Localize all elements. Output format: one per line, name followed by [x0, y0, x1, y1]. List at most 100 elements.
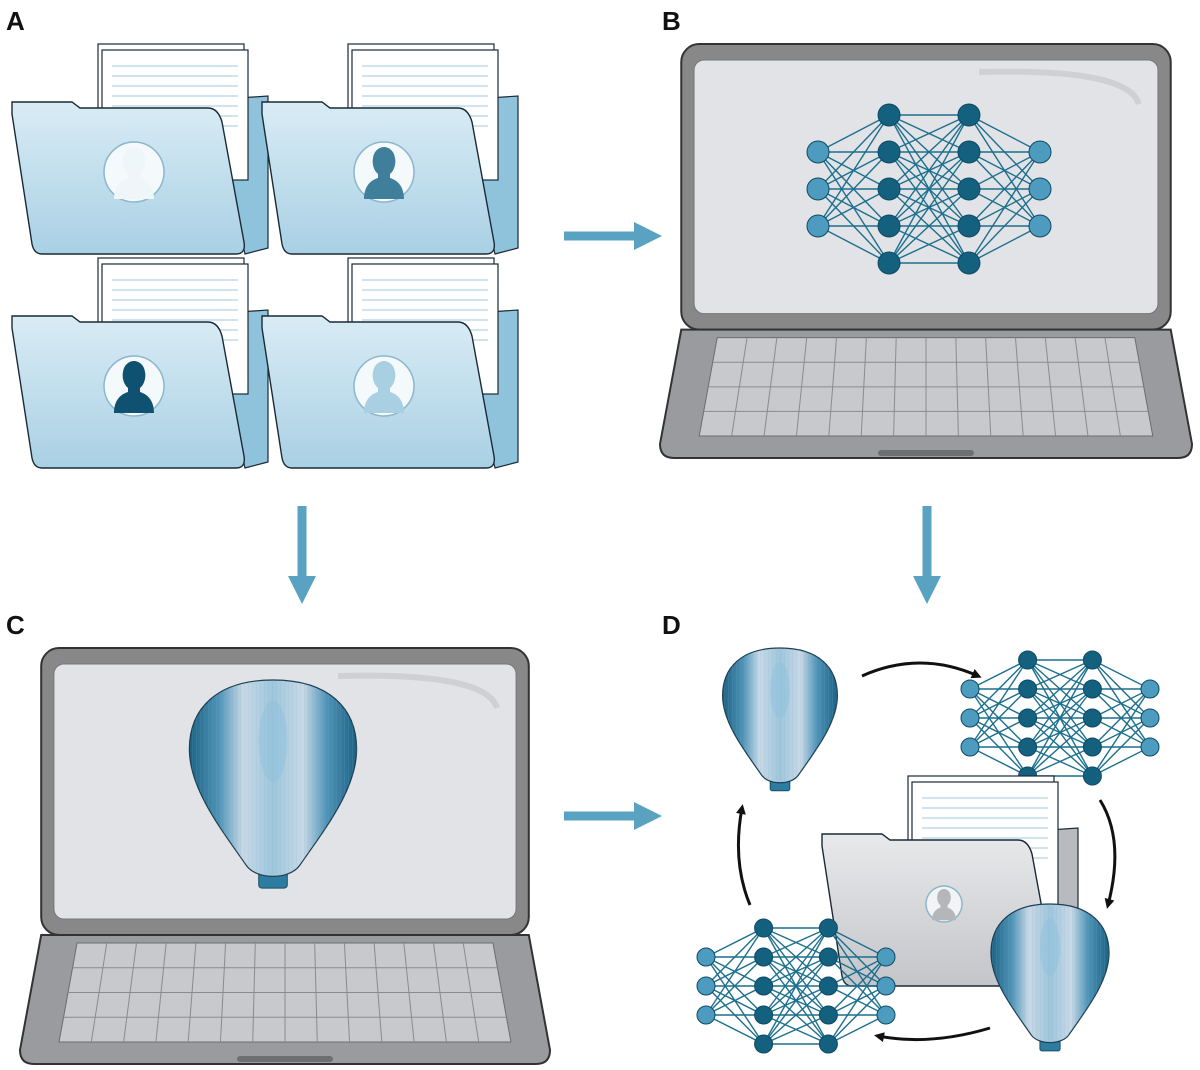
network-edge: [828, 927, 887, 958]
network-edge: [763, 927, 829, 1016]
network-edge: [1027, 659, 1093, 748]
cycle-arrow-icon: [735, 804, 752, 906]
folder-with-document-icon: [261, 43, 519, 255]
network-node: [754, 947, 774, 967]
network-edge: [969, 659, 1029, 748]
neural-network-icon: [806, 103, 1052, 275]
folder-with-document-icon: [11, 43, 269, 255]
person-silhouette-icon: [103, 141, 165, 203]
person-silhouette-icon: [925, 885, 963, 923]
network-edge: [888, 188, 970, 264]
network-edge: [968, 225, 1041, 264]
network-node: [806, 177, 830, 201]
flow-arrow-icon: [564, 222, 662, 250]
network-edge: [1091, 688, 1151, 748]
network-edge: [828, 956, 887, 987]
network-node: [960, 679, 980, 699]
network-edge: [968, 188, 1041, 264]
network-node: [1028, 140, 1052, 164]
laptop-icon: [658, 43, 1194, 459]
network-node: [1082, 737, 1102, 757]
network-edge: [888, 114, 970, 264]
network-edge: [1027, 746, 1093, 777]
network-node: [957, 251, 981, 275]
panel-d-cycle: [696, 647, 1160, 1054]
network-node: [696, 947, 716, 967]
panel-c-laptop: [18, 647, 552, 1065]
network-edge: [968, 151, 1041, 264]
network-node: [1028, 214, 1052, 238]
network-node: [818, 918, 838, 938]
network-node: [818, 947, 838, 967]
network-edge: [705, 1014, 764, 1045]
panel-label-c: C: [6, 610, 25, 640]
network-edge: [969, 717, 1028, 748]
network-edge: [969, 746, 1028, 777]
network-edge: [888, 225, 970, 264]
network-edge: [763, 956, 829, 1045]
neural-network-icon: [960, 650, 1160, 786]
network-node: [876, 947, 896, 967]
network-edge: [1092, 746, 1151, 777]
network-edge: [968, 151, 1041, 227]
network-node: [1082, 650, 1102, 670]
network-node: [1140, 737, 1160, 757]
network-edge: [1091, 717, 1151, 777]
network-node: [877, 140, 901, 164]
network-edge: [763, 927, 829, 987]
laptop-notch: [878, 450, 974, 456]
network-node: [754, 1034, 774, 1054]
network-node: [957, 103, 981, 127]
network-edge: [817, 188, 890, 227]
panel-label-b: B: [662, 6, 681, 36]
cycle-arrow-icon: [874, 1026, 991, 1043]
network-node: [1018, 679, 1038, 699]
network-node: [1018, 650, 1038, 670]
network-node: [877, 214, 901, 238]
network-edge: [888, 114, 970, 153]
panel-label-d: D: [662, 610, 681, 640]
flow-arrow-icon: [288, 506, 316, 604]
folder-with-document-icon: [261, 257, 519, 469]
network-edge: [1092, 659, 1151, 690]
network-edge: [888, 151, 970, 264]
network-edge: [817, 151, 890, 227]
network-edge: [1027, 659, 1093, 690]
network-node: [806, 214, 830, 238]
panel-a-folders: [11, 43, 519, 469]
network-node: [696, 976, 716, 996]
network-node: [1140, 708, 1160, 728]
3d-bulb-model-icon: [721, 647, 839, 792]
network-edge: [827, 985, 887, 1045]
network-node: [696, 1005, 716, 1025]
network-edge: [705, 956, 765, 1016]
person-silhouette-icon: [353, 141, 415, 203]
network-edge: [828, 1014, 887, 1045]
network-edge: [888, 114, 970, 227]
network-edge: [705, 927, 765, 1016]
network-edge: [888, 114, 970, 190]
network-edge: [817, 225, 890, 264]
network-edge: [968, 114, 1041, 153]
person-silhouette-icon: [103, 355, 165, 417]
network-node: [957, 214, 981, 238]
network-node: [1028, 177, 1052, 201]
network-edge: [968, 151, 1041, 190]
network-node: [1082, 766, 1102, 786]
network-node: [1082, 708, 1102, 728]
3d-bulb-model-icon: [990, 903, 1110, 1052]
neural-network-icon: [696, 918, 896, 1054]
network-edge: [1092, 688, 1151, 719]
network-node: [1082, 679, 1102, 699]
network-edge: [1027, 717, 1093, 777]
network-edge: [1026, 659, 1094, 777]
network-edge: [969, 688, 1029, 748]
network-node: [1140, 679, 1160, 699]
flow-arrows: [288, 222, 941, 830]
network-node: [754, 918, 774, 938]
network-node: [876, 976, 896, 996]
network-node: [818, 1005, 838, 1025]
network-node: [877, 251, 901, 275]
network-edge: [817, 114, 890, 153]
folder-with-document-icon: [11, 257, 269, 469]
